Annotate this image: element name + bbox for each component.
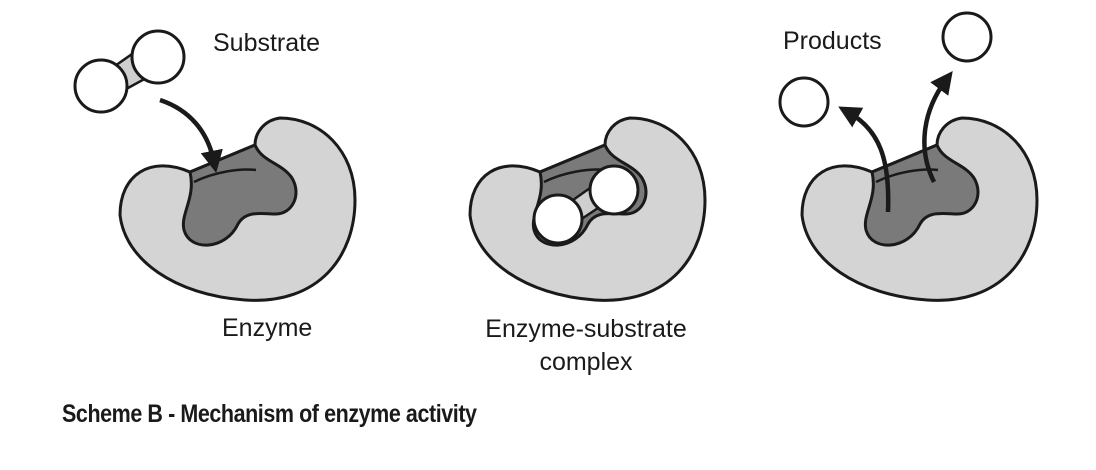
substrate-circle-left bbox=[532, 193, 584, 245]
complex-label-line-2: complex bbox=[539, 348, 633, 376]
outgoing-arrow-left bbox=[838, 106, 891, 213]
substrate-molecule bbox=[73, 29, 186, 114]
enzyme-1 bbox=[118, 97, 357, 302]
figure-caption: Scheme B - Mechanism of enzyme activity bbox=[62, 400, 477, 428]
substrate-label: Substrate bbox=[213, 29, 321, 57]
substrate-circle-left bbox=[73, 58, 129, 114]
substrate-circle-right bbox=[588, 164, 640, 216]
complex-label-line-1: Enzyme-substrate bbox=[485, 315, 687, 343]
enzyme-3 bbox=[800, 70, 1039, 302]
enzyme-2 bbox=[468, 116, 707, 302]
products-label: Products bbox=[783, 27, 882, 55]
substrate-circle-right bbox=[130, 29, 186, 85]
active-site-edge bbox=[193, 168, 257, 184]
enzyme-substrate-complex-label: Enzyme-substrate complex bbox=[466, 313, 706, 379]
outgoing-arrow-right bbox=[922, 70, 953, 184]
product-circle-left bbox=[778, 76, 830, 128]
product-circle-right bbox=[941, 11, 993, 63]
enzyme-label: Enzyme bbox=[222, 314, 313, 342]
incoming-arrow bbox=[159, 97, 223, 174]
bound-substrate bbox=[532, 164, 640, 245]
active-site-edge bbox=[875, 168, 939, 184]
active-site bbox=[863, 143, 980, 247]
